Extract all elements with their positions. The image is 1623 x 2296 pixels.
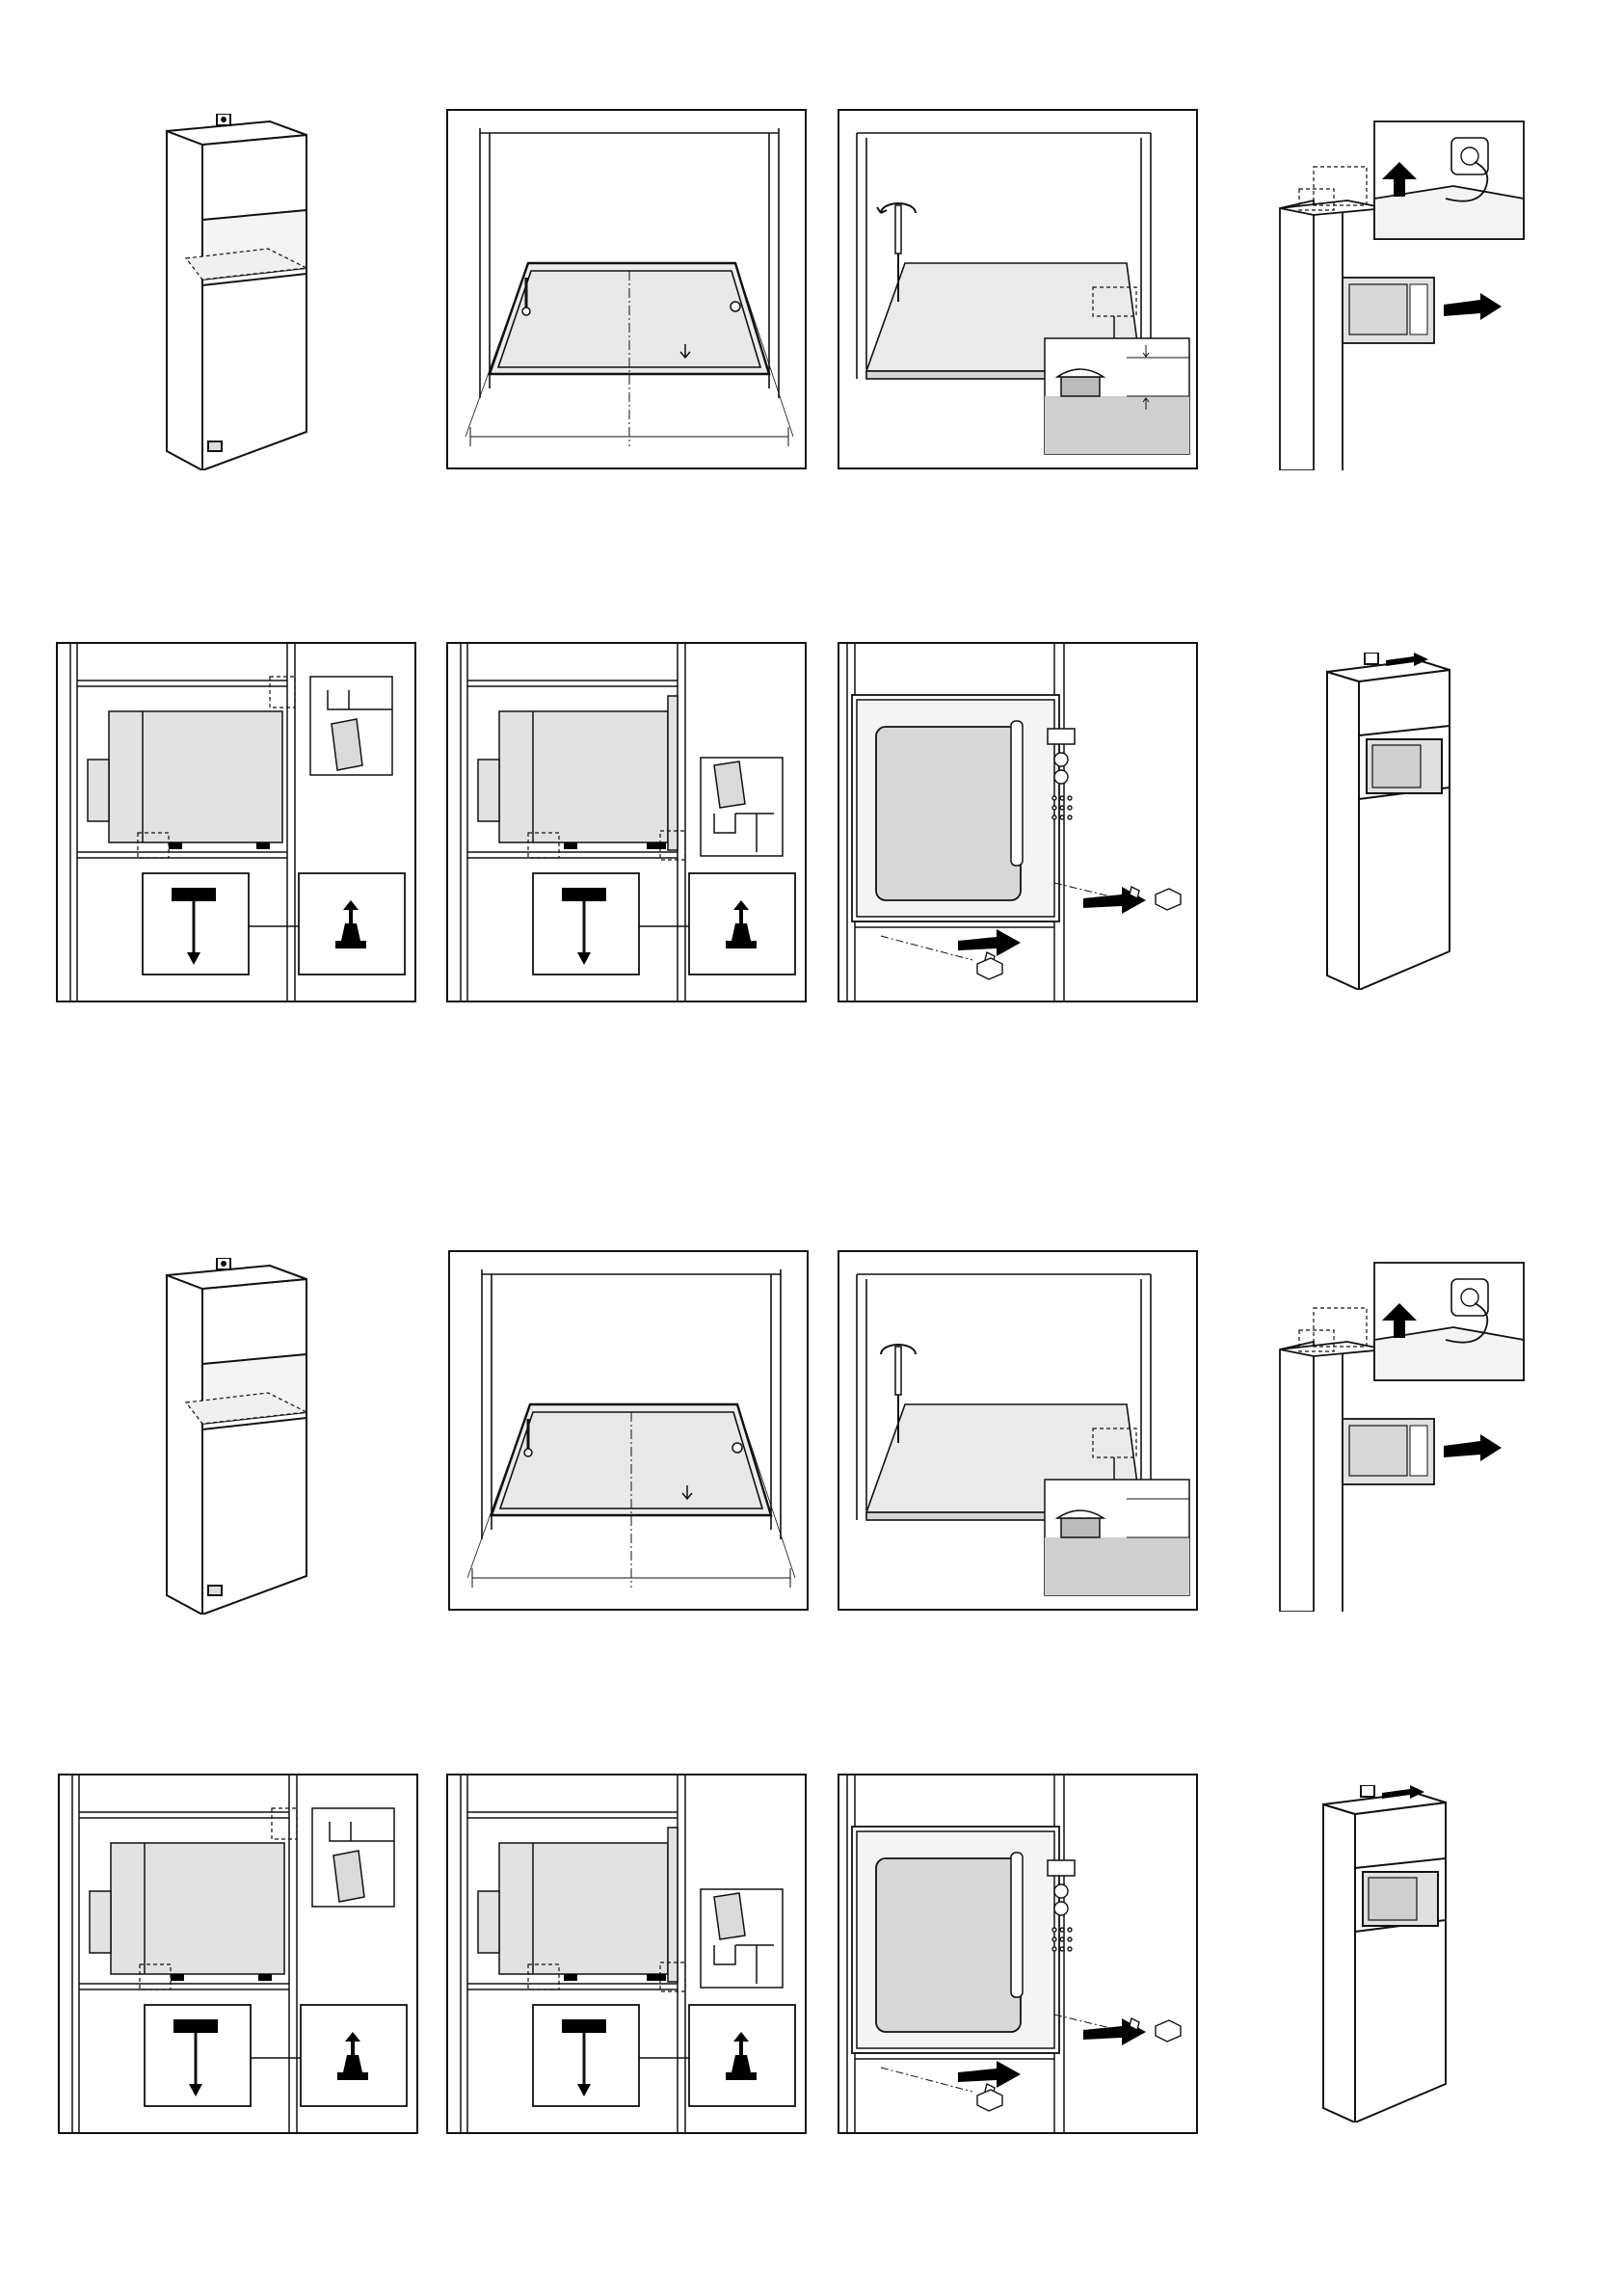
screw-hole-icon (731, 302, 740, 311)
anchor-screw-icon (221, 1261, 226, 1267)
panel-insert-hook-right-2 (446, 1774, 807, 2134)
panel-fix-trim-screws-2 (838, 1774, 1198, 2134)
panel-insert-hook-left-2 (58, 1774, 418, 2134)
levelling-screws-drawing (838, 109, 1198, 469)
cabinet-isometric-drawing (162, 114, 316, 470)
screw-hole-icon (732, 1443, 742, 1453)
fix-trim-screws-drawing (838, 642, 1198, 1002)
socket-icon (1451, 1279, 1488, 1316)
panel-insert-hook-right (446, 642, 807, 1002)
panel-fix-trim-screws (838, 642, 1198, 1002)
cabinet-installed-drawing (1322, 653, 1457, 990)
panel-cavity-base-plate-2 (448, 1250, 809, 1611)
panel-cabinet-installed-2 (1318, 1785, 1453, 2122)
anchor-screw-icon (221, 117, 226, 122)
panel-insert-hook-left (56, 642, 416, 1002)
adjusting-foot-icon (1057, 1510, 1104, 1537)
arrow-icon (1444, 293, 1502, 320)
panel-cabinet-installed (1322, 653, 1457, 990)
panel-levelling-screws-2 (838, 1250, 1198, 1611)
panel-power-connection (1270, 114, 1530, 470)
adjusting-foot-icon (1057, 369, 1104, 396)
panel-power-connection-2 (1270, 1255, 1530, 1612)
panel-cavity-base-plate (446, 109, 807, 469)
socket-icon (1451, 138, 1488, 174)
arrow-icon (1444, 1434, 1502, 1461)
panel-levelling-screws (838, 109, 1198, 469)
panel-cabinet-isometric (162, 114, 316, 470)
cavity-base-plate-drawing (446, 109, 807, 469)
panel-cabinet-isometric-2 (162, 1258, 316, 1615)
insert-hook-right-drawing (446, 642, 807, 1002)
power-connection-drawing (1270, 114, 1530, 470)
insert-hook-left-drawing (56, 642, 416, 1002)
